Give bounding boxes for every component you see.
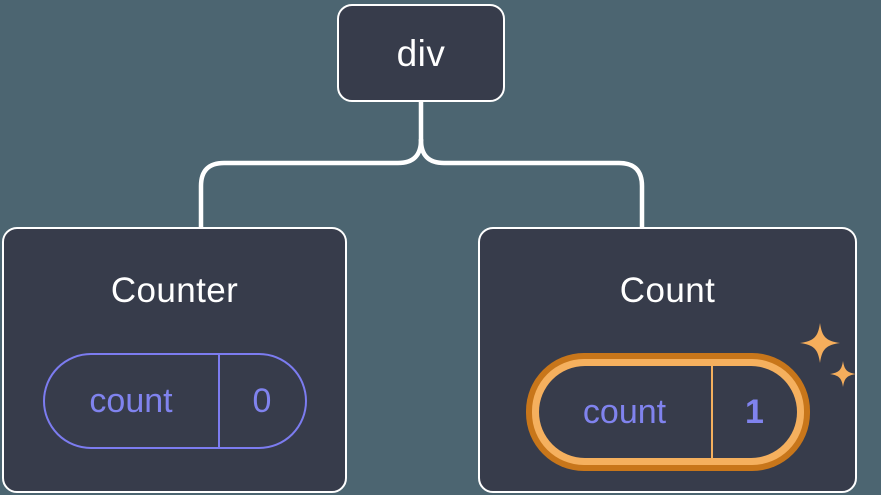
node-counter-title: Counter <box>110 271 239 310</box>
state-value-label: 0 <box>252 382 272 420</box>
node-root-label: div <box>396 32 446 74</box>
state-badge-counter[interactable]: count 0 <box>42 353 307 449</box>
highlight-ring-outer: count 1 <box>525 353 810 471</box>
connector-to-left-child <box>198 137 424 230</box>
node-count[interactable]: Count count 1 <box>478 227 857 493</box>
node-root-div[interactable]: div <box>337 4 505 102</box>
state-key-label: count <box>45 355 220 447</box>
state-badge-wrap-counter: count 0 <box>4 353 345 449</box>
node-count-title: Count <box>619 271 716 310</box>
state-badge-count[interactable]: count 1 <box>538 366 797 458</box>
state-key-label: count <box>539 366 713 458</box>
node-counter[interactable]: Counter count 0 <box>2 227 347 493</box>
highlight-ring-inner: count 1 <box>531 359 804 465</box>
state-value-label: 1 <box>745 393 764 431</box>
connector-to-right-child <box>418 137 645 230</box>
state-badge-wrap-count: count 1 <box>480 353 855 471</box>
